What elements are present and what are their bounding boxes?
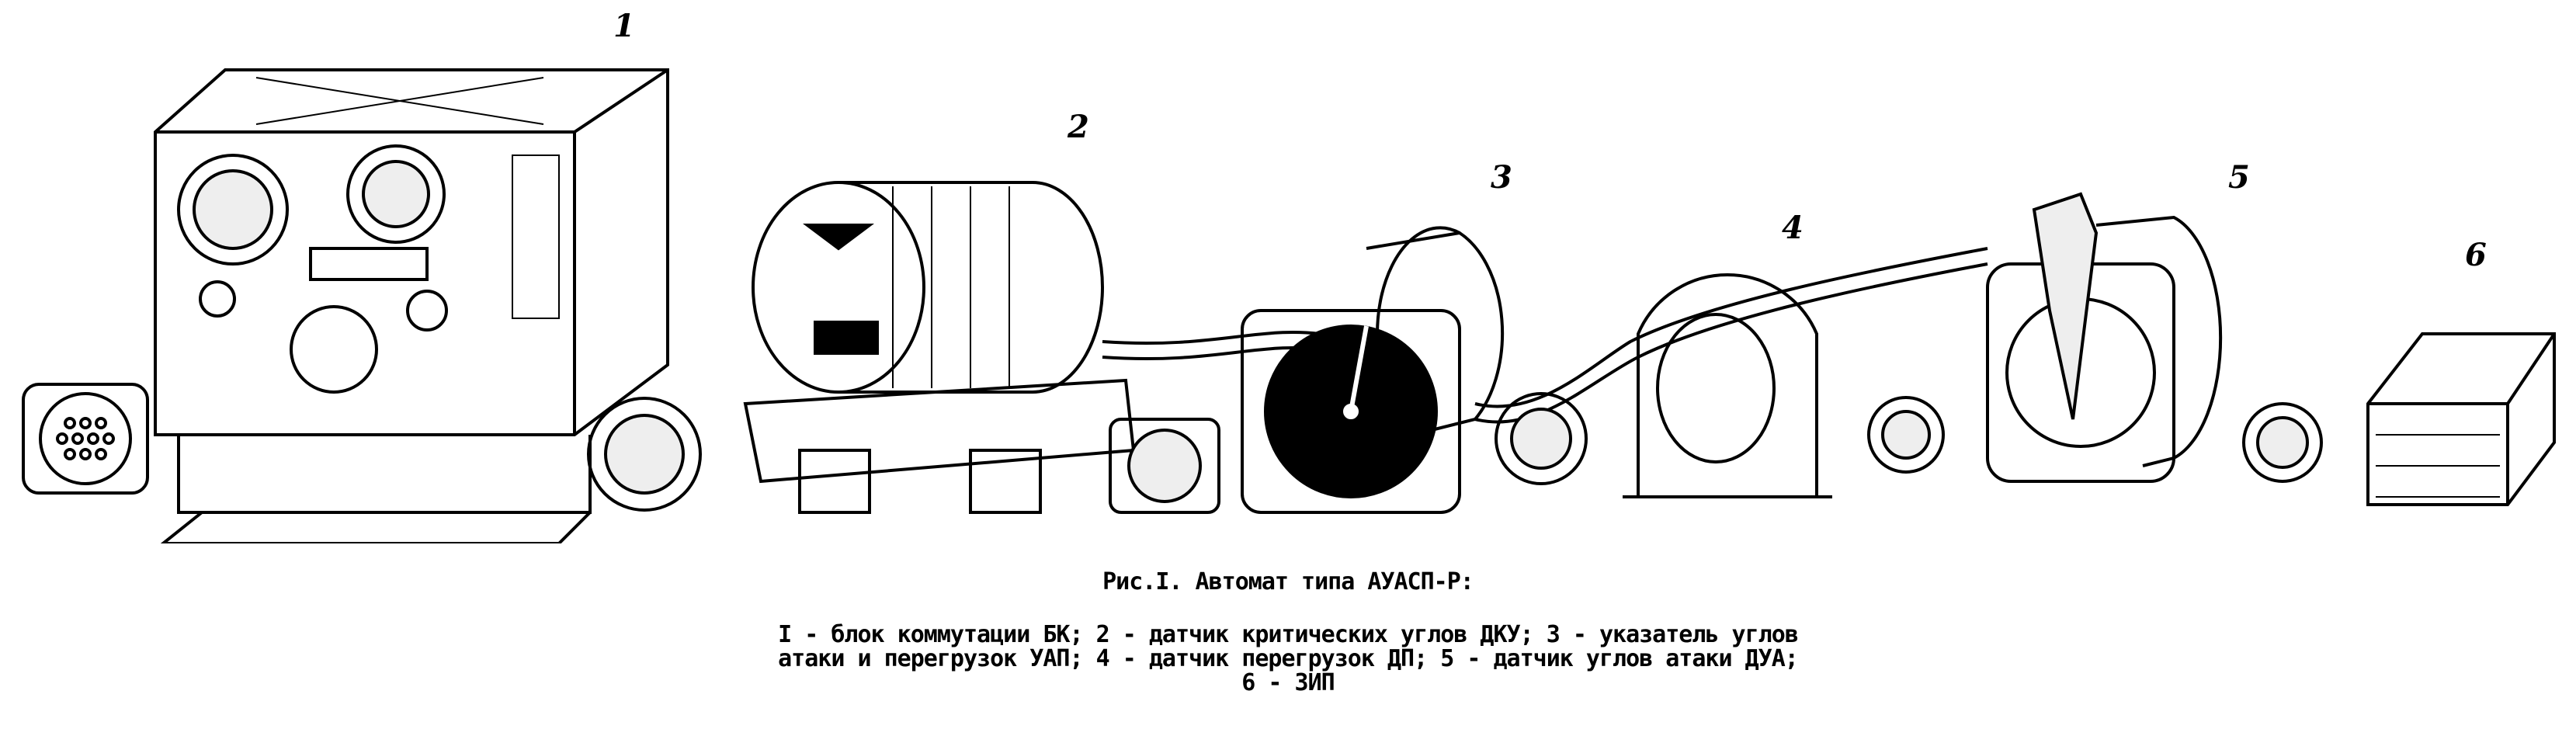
overload-sensor-dp [1623,273,1832,498]
part-label-3: 3 [1491,159,1512,196]
connector-plug-2 [587,397,702,512]
device-illustration [22,68,2556,543]
caption-line: атаки и перегрузок УАП; 4 - датчик перег… [778,645,1799,672]
spare-parts-box-zip [2366,332,2556,506]
caption-title: Рис.I. Автомат типа АУАСП-Р: [1102,568,1474,595]
connector-plug-5 [1867,396,1945,474]
part-label-5: 5 [2228,159,2250,196]
angle-overload-indicator-uap [1241,226,1505,514]
connector-plug-4 [1495,392,1588,485]
attack-angle-sensor-dua [1986,192,2223,483]
part-label-6: 6 [2465,237,2487,273]
connector-plug-6 [2242,402,2323,483]
part-label-1: 1 [613,8,635,44]
part-label-4: 4 [1782,210,1804,246]
part-label-2: 2 [1068,109,1089,145]
caption-line: 6 - ЗИП [1241,669,1335,696]
connector-plug-3 [1109,418,1220,514]
critical-angle-sensor-dku [743,181,1136,514]
connector-plug-left [22,383,149,495]
switching-block-bk [154,68,669,543]
caption-line: I - блок коммутации БК; 2 - датчик крити… [778,621,1799,648]
cable [1102,247,1988,408]
